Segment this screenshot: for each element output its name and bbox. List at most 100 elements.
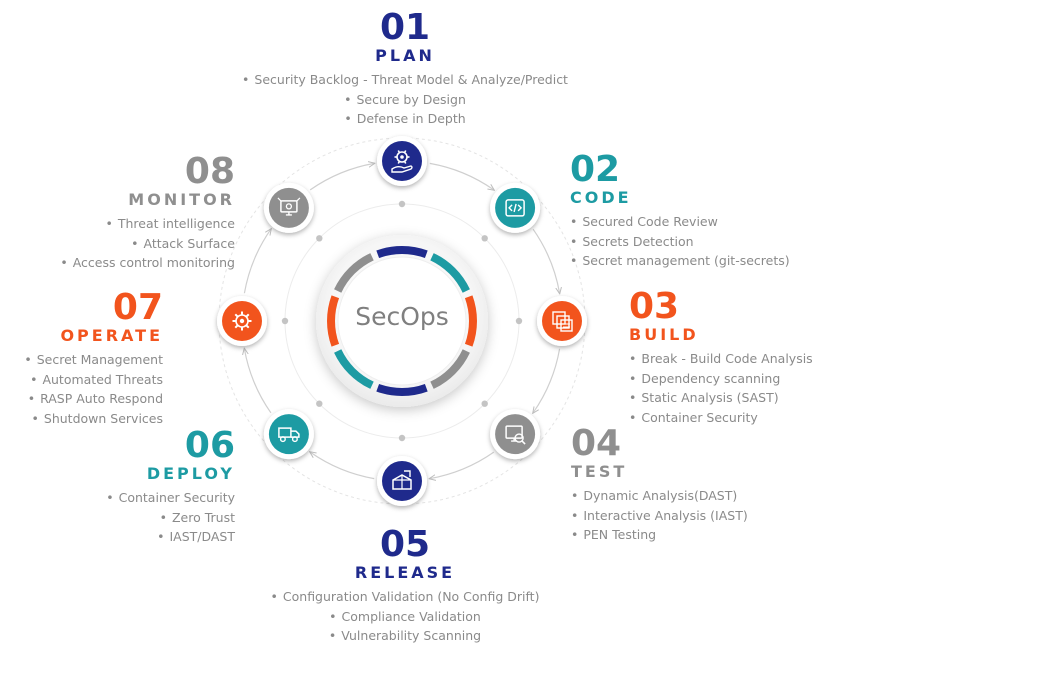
monitor-network-icon: [277, 197, 301, 216]
orbit-dot: [281, 317, 289, 325]
stage-item-list: Secret Management Automated Threats RASP…: [15, 350, 163, 428]
release-box-icon: [392, 470, 412, 490]
stage-item: Secret management (git-secrets): [570, 251, 800, 271]
orbit-dot: [316, 235, 323, 242]
orbit-dot: [481, 400, 488, 407]
stage-item: Dynamic Analysis(DAST): [571, 486, 791, 506]
stage-item: Shutdown Services: [15, 409, 163, 429]
stage-item: Dependency scanning: [629, 369, 849, 389]
stage-item: Security Backlog - Threat Model & Analyz…: [230, 70, 580, 90]
center-ring-segment: [327, 295, 340, 347]
stage-node-test: [490, 409, 541, 460]
stage-node-release: [377, 456, 427, 506]
stage-title: BUILD: [629, 325, 699, 344]
stage-item: Container Security: [629, 408, 849, 428]
stage-item: Secure by Design: [230, 90, 580, 110]
center-ring-segment: [334, 253, 374, 293]
stage-item: Threat intelligence: [30, 214, 235, 234]
stage-node-fill: [542, 301, 582, 341]
stage-number: 07: [112, 287, 163, 328]
stage-item: Interactive Analysis (IAST): [571, 506, 791, 526]
plan-gear-hand-icon: [391, 150, 413, 173]
stage-title: PLAN: [375, 46, 435, 65]
stage-item-list: Configuration Validation (No Config Drif…: [245, 587, 565, 646]
orbit-dot: [515, 317, 523, 325]
stage-plan: 01 PLAN Security Backlog - Threat Model …: [230, 10, 580, 129]
center-inner-disc: [337, 256, 467, 386]
stage-item: Zero Trust: [30, 508, 235, 528]
stage-item: Attack Surface: [30, 234, 236, 254]
cycle-arrow: [309, 163, 374, 191]
stage-item: PEN Testing: [571, 525, 791, 545]
stage-test: 04 TEST Dynamic Analysis(DAST) Interacti…: [571, 426, 791, 545]
stage-node-plan: [377, 136, 427, 186]
stage-number: 03: [629, 286, 680, 327]
stage-item: Compliance Validation: [245, 607, 565, 627]
stage-deploy: 06 DEPLOY Container Security Zero Trust …: [30, 428, 235, 547]
stage-item: Static Analysis (SAST): [629, 388, 849, 408]
operate-gear-icon: [232, 311, 252, 331]
stage-node-fill: [268, 187, 309, 228]
stage-title: OPERATE: [60, 326, 163, 345]
stage-nodes: [217, 136, 587, 506]
stage-monitor: 08 MONITOR Threat intelligence Attack Su…: [30, 154, 235, 273]
stage-item-list: Container Security Zero Trust IAST/DAST: [30, 488, 235, 547]
stage-node-fill: [495, 414, 536, 455]
center-ring-segment: [464, 295, 477, 347]
stage-item: Vulnerability Scanning: [245, 626, 565, 646]
stage-node-operate: [217, 296, 267, 346]
stage-number: 08: [184, 151, 235, 192]
cycle-arrow: [532, 228, 560, 293]
stage-title: DEPLOY: [146, 464, 235, 483]
stage-item-list: Break - Build Code Analysis Dependency s…: [629, 349, 849, 427]
center-ring-segment: [376, 383, 428, 396]
cycle-arrows: [244, 163, 559, 478]
center-ring-segment: [430, 349, 470, 389]
stage-node-build: [537, 296, 587, 346]
code-brackets-icon: [505, 199, 525, 217]
center-ring-segment: [334, 349, 374, 389]
orbit-dot: [398, 434, 406, 442]
center-label: SecOps: [355, 302, 449, 331]
stage-number: 01: [379, 7, 431, 48]
stage-build: 03 BUILD Break - Build Code Analysis Dep…: [629, 289, 849, 427]
stage-title: MONITOR: [128, 190, 235, 209]
stage-item: Break - Build Code Analysis: [629, 349, 849, 369]
center-ring-segment: [376, 246, 428, 259]
stage-node-deploy: [263, 409, 314, 460]
cycle-arrow: [243, 229, 271, 294]
stage-item-list: Security Backlog - Threat Model & Analyz…: [230, 70, 580, 129]
stage-item: Secrets Detection: [570, 232, 800, 252]
cycle-arrow: [533, 348, 561, 413]
orbit-dot: [481, 235, 488, 242]
cycle-arrow: [430, 451, 495, 479]
stage-number: 06: [184, 425, 235, 466]
cycle-arrow: [310, 452, 375, 480]
stage-number: 02: [570, 149, 621, 190]
stage-item: Secured Code Review: [570, 212, 800, 232]
stage-item-list: Secured Code Review Secrets Detection Se…: [570, 212, 800, 271]
stage-code: 02 CODE Secured Code Review Secrets Dete…: [570, 152, 800, 271]
stage-item: Secret Management: [15, 350, 163, 370]
stage-item: Configuration Validation (No Config Drif…: [245, 587, 565, 607]
stage-title: RELEASE: [354, 563, 456, 582]
stage-item: RASP Auto Respond: [15, 389, 163, 409]
stage-title: TEST: [571, 462, 628, 481]
cycle-arrow: [244, 349, 272, 414]
stage-number: 04: [571, 423, 622, 464]
stage-item-list: Dynamic Analysis(DAST) Interactive Analy…: [571, 486, 791, 545]
orbit-dots: [281, 200, 523, 442]
stage-item: Access control monitoring: [30, 253, 235, 273]
center-ring: [327, 246, 477, 396]
stage-node-fill: [382, 141, 422, 181]
center-ring-segment: [430, 253, 470, 293]
stage-title: CODE: [570, 188, 632, 207]
build-stack-icon: [552, 311, 573, 332]
stage-node-fill: [268, 414, 309, 455]
stage-item-list: Threat intelligence Attack Surface Acces…: [30, 214, 235, 273]
orbit-dot: [316, 400, 323, 407]
orbit-dot: [398, 200, 406, 208]
stage-item: Defense in Depth: [230, 109, 580, 129]
stage-number: 05: [379, 524, 431, 565]
